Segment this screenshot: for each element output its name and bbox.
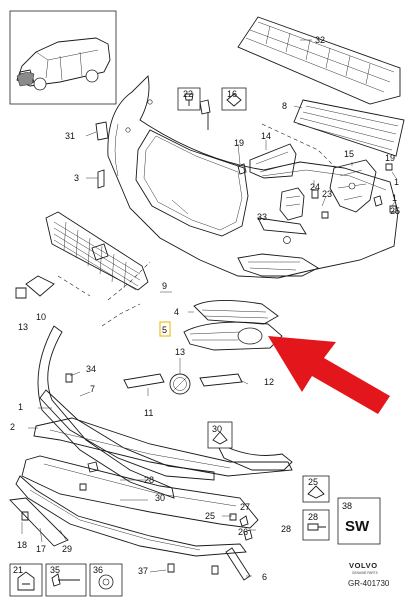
part-drawing-2 [33, 417, 293, 477]
part-label-38: 38 [342, 501, 352, 511]
highlight-box [159, 321, 171, 337]
part-label-10: 10 [36, 312, 46, 322]
part-label-28-box: 28 [308, 512, 318, 522]
part-label-36: 36 [93, 565, 103, 575]
part-drawing-8 [293, 99, 405, 157]
part-label-25: 25 [205, 511, 215, 521]
part-drawing-31 [95, 121, 109, 141]
part-drawing-11 [123, 373, 165, 389]
hw-box-16 [221, 87, 247, 111]
part-drawing-10 [25, 275, 55, 297]
part-label-17: 17 [36, 544, 46, 554]
part-label-1-top: 1 [394, 177, 399, 187]
part-label-27: 27 [240, 502, 250, 512]
part-label-14: 14 [261, 131, 271, 141]
part-drawing-13-left [15, 287, 27, 299]
brand-logo: VOLVO [349, 561, 378, 570]
hw-box-35 [45, 563, 87, 597]
car-thumbnail [9, 10, 117, 105]
part-drawing-5 [183, 321, 283, 351]
part-drawing-15 [329, 159, 377, 213]
part-drawing-17 [9, 497, 69, 547]
part-label-30-box: 30 [212, 424, 222, 434]
drawing-code: GR-401730 [348, 579, 390, 588]
part-label-30: 30 [155, 493, 165, 503]
hw-box-22 [177, 87, 201, 111]
part-label-12: 12 [264, 377, 274, 387]
part-labels: 32 22 16 8 31 14 19 15 19 3 24 23 1 1 25… [10, 35, 400, 582]
part-drawing-bumper-cover [107, 75, 399, 279]
assembly-lines [57, 123, 337, 327]
part-drawing-lower-plate [21, 455, 259, 529]
part-label-2: 2 [10, 422, 15, 432]
part-label-19-right: 19 [385, 153, 395, 163]
part-label-22: 22 [183, 89, 193, 99]
part-label-29: 29 [62, 544, 72, 554]
part-label-33: 33 [257, 212, 267, 222]
part-label-16: 16 [227, 89, 237, 99]
part-label-9: 9 [162, 281, 167, 291]
part-drawing-1 [37, 325, 175, 499]
part-label-7: 7 [90, 384, 95, 394]
part-label-8: 8 [282, 101, 287, 111]
sw-label: SW [345, 518, 370, 535]
part-label-21: 21 [13, 565, 23, 575]
part-drawing-33 [279, 187, 305, 221]
part-label-26: 26 [238, 527, 248, 537]
part-drawing-4 [193, 299, 279, 325]
leader-lines [21, 39, 397, 577]
part-label-1-right: 1 [392, 193, 397, 203]
hw-box-38 [337, 497, 381, 545]
part-label-35: 35 [50, 565, 60, 575]
part-label-3: 3 [74, 173, 79, 183]
fasteners-top-right [199, 99, 397, 219]
part-drawing-7 [39, 389, 215, 481]
part-drawing-3 [97, 169, 105, 189]
part-label-11: 11 [144, 408, 153, 418]
part-label-19-top: 19 [234, 138, 244, 148]
part-label-13-left: 13 [18, 322, 28, 332]
hw-box-30 [207, 421, 233, 449]
part-label-15: 15 [344, 149, 354, 159]
part-label-28: 28 [144, 475, 154, 485]
part-label-25-right: 25 [390, 206, 400, 216]
part-label-4: 4 [174, 307, 179, 317]
hw-box-21 [9, 563, 43, 597]
part-drawing-13-emblem [169, 373, 191, 395]
part-label-24: 24 [310, 182, 320, 192]
red-pointer-arrow [268, 336, 390, 414]
hw-box-28 [302, 509, 330, 541]
part-drawing-29 [15, 475, 247, 557]
part-label-37: 37 [138, 566, 148, 576]
brand-subtitle: GENUINE PARTS [352, 571, 378, 575]
hw-box-36 [89, 563, 123, 597]
part-label-34: 34 [86, 364, 96, 374]
part-drawing-14 [249, 143, 297, 179]
part-label-18: 18 [17, 540, 27, 550]
hw-box-25 [302, 475, 330, 503]
part-label-13-emblem: 13 [175, 347, 185, 357]
part-label-23: 23 [322, 189, 332, 199]
part-label-32: 32 [315, 35, 325, 45]
part-label-1: 1 [18, 402, 23, 412]
part-label-6: 6 [262, 572, 267, 582]
part-drawing-12 [199, 373, 243, 387]
part-drawing-32 [237, 16, 401, 105]
part-label-28-right: 28 [281, 524, 291, 534]
part-label-31: 31 [65, 131, 75, 141]
part-drawing-9 [45, 211, 149, 291]
part-label-25-box: 25 [308, 477, 318, 487]
small-clips-lower [21, 373, 253, 575]
part-label-5: 5 [162, 325, 167, 335]
